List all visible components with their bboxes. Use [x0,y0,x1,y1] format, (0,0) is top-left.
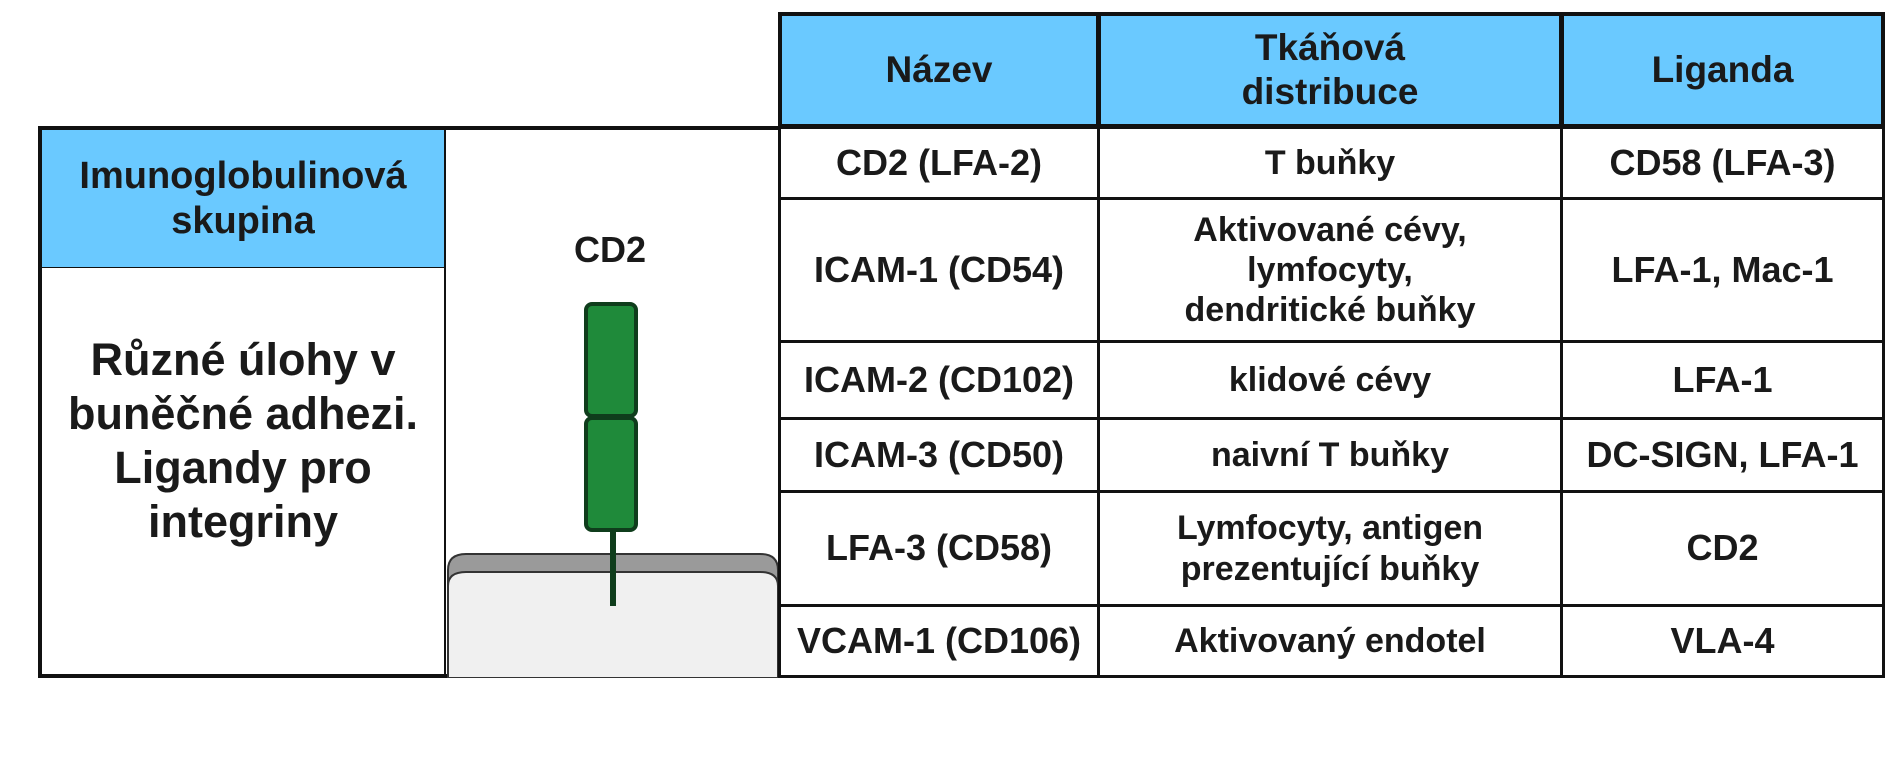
row-3-distribution: klidové cévy [1097,340,1563,420]
row-1-name: CD2 (LFA-2) [778,126,1100,200]
row-6-ligand: VLA-4 [1560,604,1885,678]
col-header-distribution: Tkáňová distribuce [1097,12,1563,128]
group-header: Imunoglobulinová skupina [38,126,448,271]
col-header-ligand: Liganda [1560,12,1885,128]
row-3-name: ICAM-2 (CD102) [778,340,1100,420]
row-5-ligand: CD2 [1560,490,1885,607]
ig-domain-1 [584,302,638,418]
cd2-molecule-diagram [447,302,779,678]
row-1-distribution: T buňky [1097,126,1563,200]
row-2-ligand: LFA-1, Mac-1 [1560,197,1885,343]
row-4-ligand: DC-SIGN, LFA-1 [1560,417,1885,493]
col-header-name: Název [778,12,1100,128]
row-4-name: ICAM-3 (CD50) [778,417,1100,493]
row-1-ligand: CD58 (LFA-3) [1560,126,1885,200]
row-2-name: ICAM-1 (CD54) [778,197,1100,343]
row-6-distribution: Aktivovaný endotel [1097,604,1563,678]
molecule-label: CD2 [573,228,647,270]
row-2-distribution: Aktivované cévy, lymfocyty, dendritické … [1097,197,1563,343]
ig-domain-2 [584,416,638,532]
cell-body [447,571,779,678]
row-4-distribution: naivní T buňky [1097,417,1563,493]
row-5-name: LFA-3 (CD58) [778,490,1100,607]
row-5-distribution: Lymfocyty, antigen prezentující buňky [1097,490,1563,607]
row-3-ligand: LFA-1 [1560,340,1885,420]
group-description: Různé úlohy v buněčné adhezi. Ligandy pr… [38,268,448,678]
row-6-name: VCAM-1 (CD106) [778,604,1100,678]
